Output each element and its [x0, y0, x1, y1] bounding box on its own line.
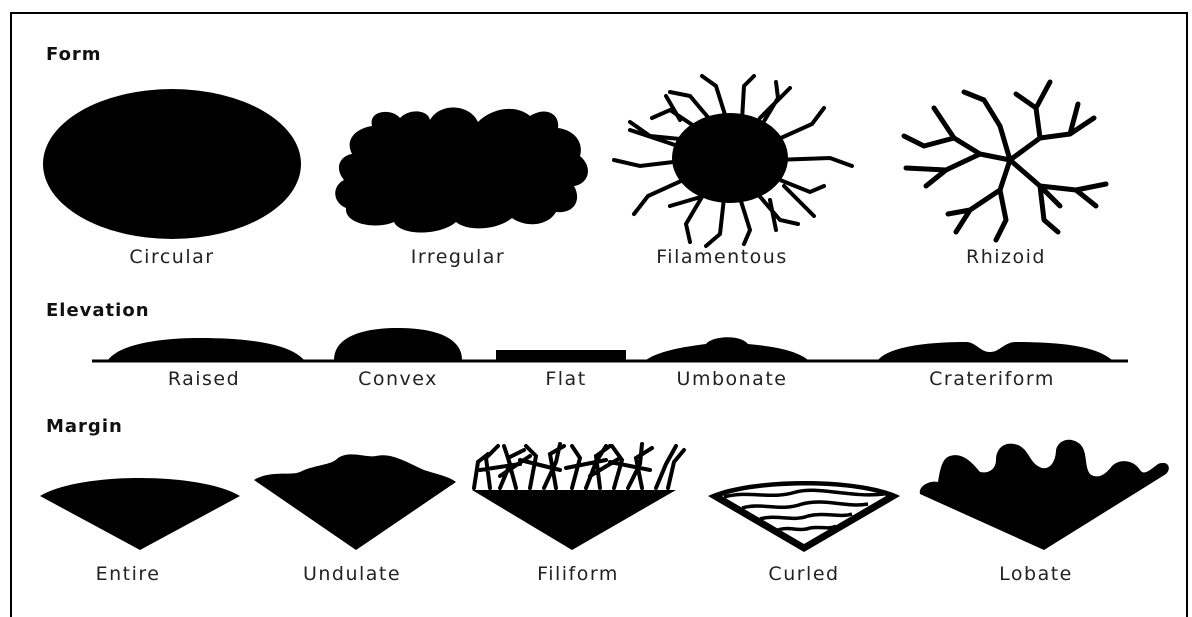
- flat-profile: [496, 350, 626, 361]
- raised-profile: [108, 338, 304, 360]
- umbonate-profile: [646, 337, 808, 360]
- form-section-title: Form: [46, 44, 102, 65]
- lobate-label: Lobate: [999, 563, 1073, 585]
- raised-label: Raised: [168, 368, 240, 390]
- entire-margin-shape: [40, 478, 240, 550]
- lobate-margin-shape: [920, 440, 1169, 550]
- filiform-margin-shape: [472, 444, 684, 550]
- crateriform-label: Crateriform: [929, 368, 1055, 390]
- entire-label: Entire: [96, 563, 161, 585]
- undulate-margin-shape: [254, 454, 456, 550]
- rhizoid-shape: [904, 82, 1106, 240]
- circular-shape: [43, 89, 301, 239]
- filamentous-label: Filamentous: [656, 246, 788, 268]
- circular-label: Circular: [129, 246, 214, 268]
- crateriform-profile: [878, 342, 1112, 360]
- curled-label: Curled: [768, 563, 839, 585]
- umbonate-label: Umbonate: [677, 368, 788, 390]
- filamentous-shape: [614, 76, 852, 246]
- margin-section-title: Margin: [46, 416, 123, 437]
- rhizoid-label: Rhizoid: [966, 246, 1046, 268]
- flat-label: Flat: [545, 368, 586, 390]
- convex-label: Convex: [358, 368, 438, 390]
- filiform-label: Filiform: [537, 563, 619, 585]
- irregular-label: Irregular: [411, 246, 506, 268]
- irregular-shape: [335, 107, 588, 232]
- curled-margin-shape: [708, 481, 900, 552]
- convex-profile: [334, 328, 462, 360]
- elevation-section-title: Elevation: [46, 300, 150, 321]
- undulate-label: Undulate: [303, 563, 401, 585]
